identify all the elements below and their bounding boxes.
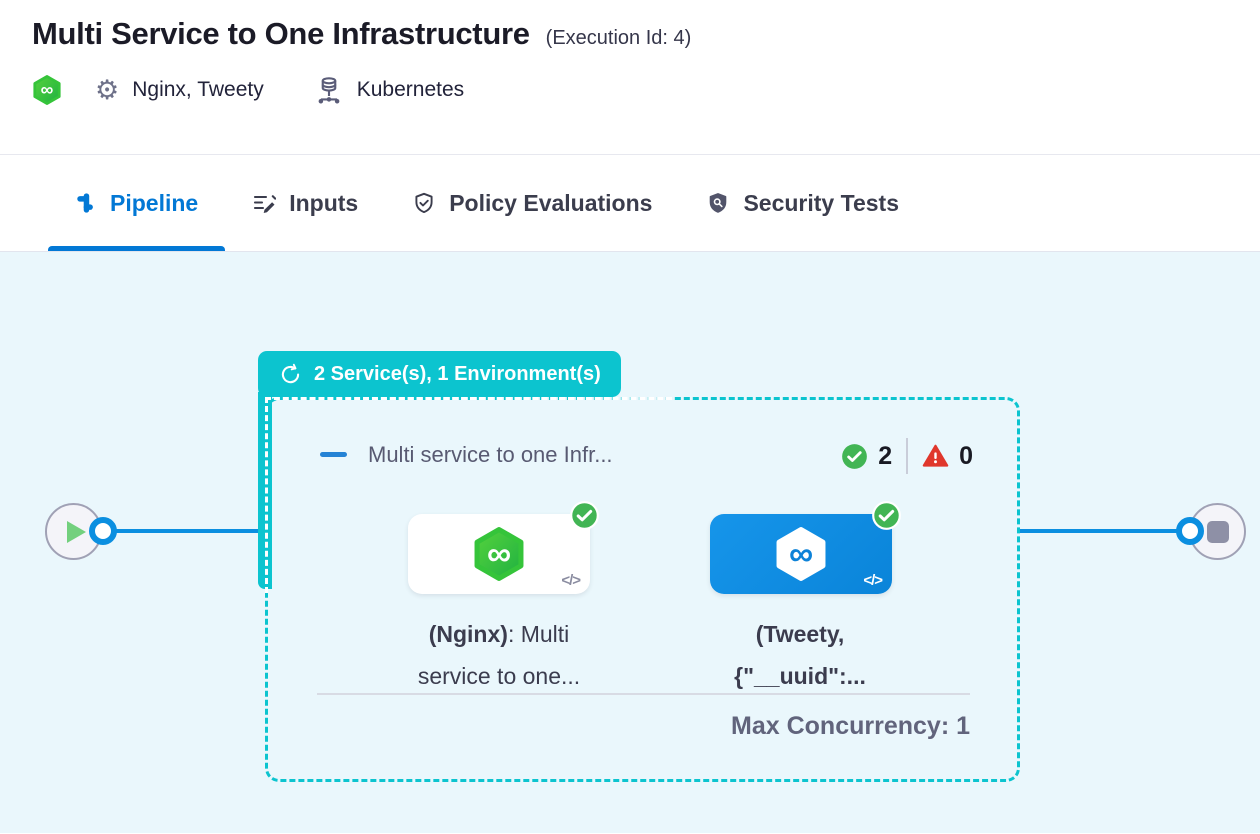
play-icon (67, 520, 86, 543)
infrastructure-name: Kubernetes (356, 78, 465, 101)
error-count: 0 (959, 441, 973, 470)
harness-service-icon: ∞ (776, 527, 826, 581)
service-status-check-icon (570, 501, 599, 530)
collapse-minus-button[interactable] (320, 452, 347, 457)
service-card-tweety[interactable]: ∞ </> (710, 501, 901, 594)
gear-icon: ⚙ (95, 74, 120, 105)
success-count: 2 (878, 441, 893, 470)
service-label-nginx: (Nginx): Multi service to one... (417, 621, 581, 689)
tab-inputs[interactable]: Inputs (225, 155, 385, 251)
tab-label: Security Tests (743, 189, 899, 216)
stage-box-dash-overlay (265, 397, 268, 593)
start-node (45, 503, 102, 560)
success-check-icon (842, 443, 868, 469)
service-label-tweety: (Tweety, {"__uuid":... (734, 621, 866, 689)
stop-icon (1206, 520, 1229, 543)
services-names: Nginx, Tweety (132, 78, 264, 101)
stage-box-dash-overlay (265, 397, 672, 400)
pipeline-canvas: 2 Service(s), 1 Environment(s) Multi ser… (0, 252, 1260, 833)
tab-label: Policy Evaluations (449, 189, 653, 216)
tab-security-tests[interactable]: Security Tests (679, 155, 926, 251)
connector-line-right (1020, 529, 1182, 533)
tab-label: Pipeline (110, 189, 199, 216)
stage-group-box[interactable]: Multi service to one Infr... 2 0 (265, 397, 1020, 782)
service-status-check-icon (872, 501, 901, 530)
stage-status-counts: 2 0 (841, 438, 973, 474)
tab-bar: Pipeline Inputs Policy Evaluations Secur… (0, 155, 1260, 252)
tab-policy-evaluations[interactable]: Policy Evaluations (385, 155, 679, 251)
max-concurrency-label: Max Concurrency: 1 (731, 712, 970, 740)
execution-id: (Execution Id: 4) (545, 27, 692, 49)
svg-text:∞: ∞ (41, 80, 54, 100)
svg-text:∞: ∞ (789, 535, 813, 573)
infrastructure-icon (318, 77, 340, 104)
link-dot-right (1176, 517, 1204, 545)
harness-service-icon: ∞ (474, 527, 524, 581)
stage-badge-label: 2 Service(s), 1 Environment(s) (314, 362, 601, 385)
pipeline-icon (77, 193, 93, 213)
code-icon: </> (863, 572, 883, 589)
page-title: Multi Service to One Infrastructure (32, 16, 530, 51)
loop-icon (281, 363, 300, 383)
stage-group-badge[interactable]: 2 Service(s), 1 Environment(s) (258, 351, 621, 397)
harness-logo-icon: ∞ (33, 75, 61, 105)
svg-text:∞: ∞ (487, 535, 511, 573)
connector-line-left (108, 529, 258, 533)
counts-divider (906, 438, 909, 474)
link-dot-left (89, 517, 117, 545)
warning-triangle-icon (922, 444, 949, 467)
tab-pipeline[interactable]: Pipeline (48, 155, 226, 251)
code-icon: </> (561, 572, 581, 589)
labels-divider (317, 693, 970, 695)
security-shield-search-icon (710, 192, 727, 213)
stage-title: Multi service to one Infr... (368, 442, 613, 467)
service-card-nginx[interactable]: ∞ </> (408, 501, 599, 594)
policy-shield-check-icon (415, 192, 433, 213)
page-header: Multi Service to One Infrastructure (Exe… (0, 0, 1260, 155)
inputs-icon (254, 195, 277, 213)
tab-label: Inputs (289, 189, 359, 216)
